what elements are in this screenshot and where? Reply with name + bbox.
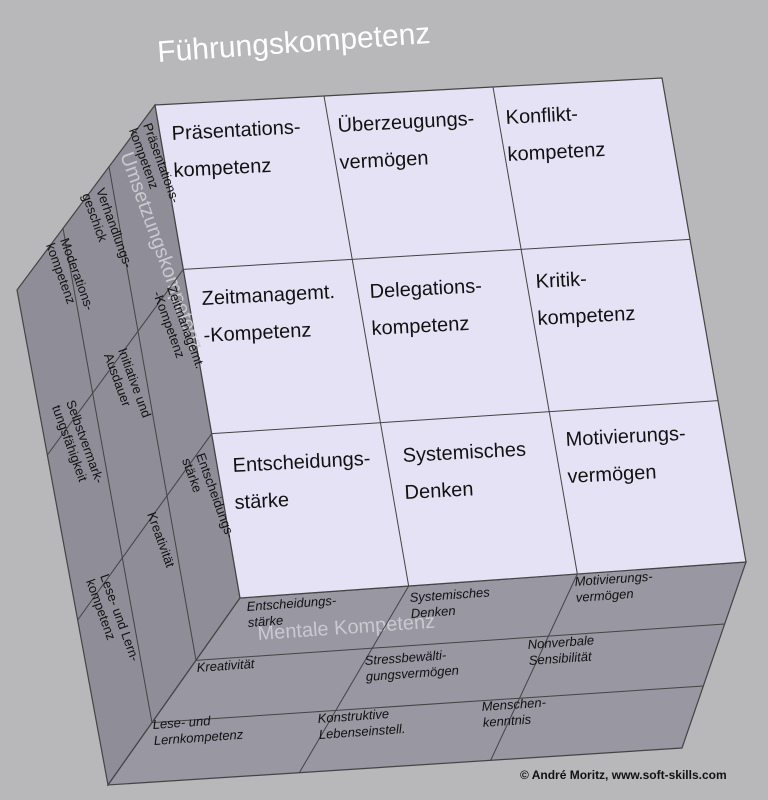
cube-cell-line: Nonverbale — [527, 632, 594, 652]
cube-cell-line: Lebenseinstell. — [318, 721, 406, 742]
cube-cell-text: Menschen-kenntnis — [481, 694, 548, 729]
cube-cell-text: Kritik-kompetenz — [535, 266, 636, 330]
cube-cell-text: Kreativität — [196, 656, 256, 675]
cube-cell-line: gungsvermögen — [365, 662, 459, 683]
cube-cell-text: Motivierungs-vermögen — [574, 569, 655, 605]
grid-line — [46, 269, 184, 456]
cube-cell-line: vermögen — [339, 147, 429, 174]
cube-cell-line: vermögen — [567, 461, 657, 488]
cube-cell-line: Lese- und — [152, 713, 211, 732]
cube-cell-line: Konflikt- — [505, 103, 578, 129]
cube-cell-line: stärke — [247, 613, 283, 630]
grid-line — [492, 86, 578, 575]
cube-cell-line: kompetenz — [371, 313, 470, 340]
grid-line — [195, 623, 725, 661]
cube-cell-line: kompetenz — [173, 155, 272, 182]
cube-cell-line: Lernkompetenz — [153, 727, 244, 748]
cube-cell-line: Sensibilität — [528, 649, 593, 668]
cube-cell-text: Lese- undLernkompetenz — [152, 711, 244, 748]
copyright: © André Moritz, www.soft-skills.com — [520, 768, 727, 782]
grid-line — [490, 573, 578, 761]
grid-line — [211, 400, 719, 435]
cube-cell-text: Stressbewälti-gungsvermögen — [364, 647, 459, 684]
cube-cell-text: KonstruktiveLebenseinstell. — [317, 705, 406, 742]
cube-cell-line: Entscheidungs- — [246, 593, 337, 614]
cube-cell-line: stärke — [234, 489, 290, 514]
cube-cell-text: Überzeugungs-vermögen — [337, 108, 477, 174]
cube-cell-line: Kritik- — [535, 268, 587, 293]
cube-cell-text: SystemischesDenken — [409, 584, 492, 621]
cube-cell-text: NonverbaleSensibilität — [527, 632, 596, 668]
diagram-title: Führungskompetenz — [156, 17, 431, 69]
cube-cell-line: kompetenz — [537, 303, 636, 330]
cube-cell-line: Systemisches — [409, 584, 491, 605]
cube-cell-text: Entscheidungs-stärke — [246, 593, 338, 630]
cube-cell-line: vermögen — [575, 586, 634, 605]
grid-lines — [46, 86, 725, 773]
grid-line — [151, 685, 704, 724]
grid-line — [183, 238, 691, 270]
cube-cell-line: Menschen- — [481, 694, 547, 713]
cube-cell-text: SystemischesDenken — [402, 439, 528, 504]
front-face-cells: Präsentations-kompetenzÜberzeugungs-verm… — [171, 102, 686, 514]
cube-cell-line: Kreativität — [196, 656, 256, 675]
cube-cell-line: Motivierungs- — [574, 569, 654, 589]
cube-cell-line: Konstruktive — [317, 706, 389, 726]
cube-cell-line: Denken — [410, 603, 456, 621]
grid-line — [298, 585, 410, 773]
bottom-face-cells: Entscheidungs-stärke SystemischesDenken Mo… — [152, 569, 655, 748]
grid-line — [62, 228, 153, 723]
cube-cell-line: Stressbewälti- — [364, 647, 447, 668]
grid-line — [108, 166, 197, 661]
cube-cell-line: kenntnis — [482, 712, 532, 730]
cube-cell-line: Denken — [404, 478, 474, 504]
grid-line — [323, 95, 410, 587]
cube-cell-line: kompetenz — [507, 139, 606, 166]
cube-cell-text: Konflikt-kompetenz — [505, 102, 606, 166]
grid-line — [77, 433, 213, 621]
